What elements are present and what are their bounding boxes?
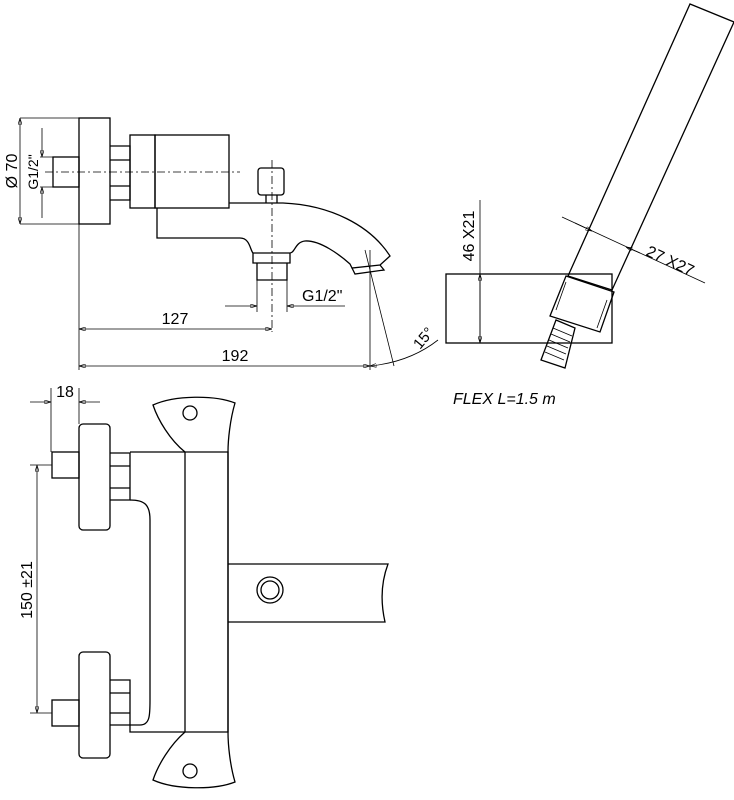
bottom-nut <box>110 679 131 726</box>
dim-127: 127 <box>162 311 189 328</box>
outlet-thread-label: G1/2" <box>302 288 342 305</box>
side-view: Ø 70 G1/2" G1/2" 127 192 15° <box>4 117 439 370</box>
flex-note: FLEX L=1.5 m <box>453 391 556 408</box>
head-dim-label: 46 X21 <box>461 211 478 262</box>
hand-shower-view: 46 X21 27 X27 FLEX L=1.5 m <box>445 3 734 408</box>
shower-handle <box>567 3 734 291</box>
diverter-handle[interactable] <box>228 563 389 623</box>
angle-label: 15° <box>410 324 438 352</box>
thermostat-body <box>154 134 230 209</box>
dim-18: 18 <box>56 384 74 401</box>
outlet-connector <box>252 253 291 281</box>
top-flange <box>78 423 111 531</box>
diverter-knob <box>257 167 285 196</box>
hose-thread <box>544 327 573 361</box>
body-collar <box>129 134 156 209</box>
bottom-cap <box>152 731 236 789</box>
hex-nut <box>110 145 131 201</box>
top-nipple <box>51 451 80 479</box>
wall-flange <box>78 117 111 225</box>
spout <box>156 202 391 269</box>
bottom-flange <box>78 651 111 759</box>
diameter-label: Ø 70 <box>4 154 21 189</box>
inlet-thread-label: G1/2" <box>25 154 41 189</box>
top-cap <box>152 396 236 453</box>
aerator <box>351 264 386 275</box>
top-nut <box>110 452 131 501</box>
hose-connector <box>549 275 615 333</box>
mixer-body <box>129 451 229 733</box>
front-view: 18 150 ±21 <box>19 384 389 789</box>
bottom-nipple <box>51 699 80 727</box>
dim-192: 192 <box>222 348 249 365</box>
handle-dim-label: 27 X27 <box>643 243 696 280</box>
shower-head-box <box>445 273 613 344</box>
center-distance-label: 150 ±21 <box>19 561 36 619</box>
